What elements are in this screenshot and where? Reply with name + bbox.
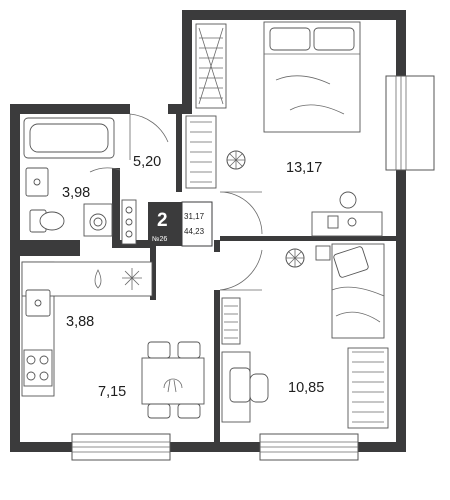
fridge-pipes bbox=[121, 199, 137, 245]
kitchen-counter bbox=[21, 261, 153, 397]
bed-single bbox=[331, 243, 385, 339]
plant-icon-2 bbox=[285, 248, 305, 268]
desk-lamp bbox=[311, 191, 383, 237]
area-label-living: 7,15 bbox=[98, 384, 126, 400]
toilet bbox=[29, 209, 65, 233]
area-label-hallway: 5,20 bbox=[133, 154, 161, 170]
rooms-count: 2 bbox=[157, 210, 168, 231]
unit-badge: 2 №26 31,17 44,23 bbox=[148, 201, 213, 247]
total-area: 44,23 bbox=[184, 227, 205, 236]
unit-number: №26 bbox=[152, 236, 167, 243]
plant-icon bbox=[226, 150, 246, 170]
area-label-kitchen: 3,88 bbox=[66, 314, 94, 330]
desk-chair bbox=[221, 351, 269, 423]
wardrobe-top bbox=[195, 23, 227, 109]
washer bbox=[83, 203, 113, 237]
area-label-bedroom-small: 10,85 bbox=[288, 380, 324, 396]
wardrobe-middle bbox=[185, 115, 217, 189]
area-label-bathroom: 3,98 bbox=[62, 185, 90, 201]
bed-large bbox=[263, 21, 361, 133]
living-area: 31,17 bbox=[184, 212, 205, 221]
windows bbox=[71, 75, 435, 461]
area-label-bedroom-large: 13,17 bbox=[286, 160, 322, 176]
shelving bbox=[221, 297, 389, 429]
bathtub bbox=[23, 117, 115, 159]
doors bbox=[89, 113, 263, 291]
dining-table bbox=[141, 341, 205, 419]
sink-bath bbox=[25, 167, 49, 197]
